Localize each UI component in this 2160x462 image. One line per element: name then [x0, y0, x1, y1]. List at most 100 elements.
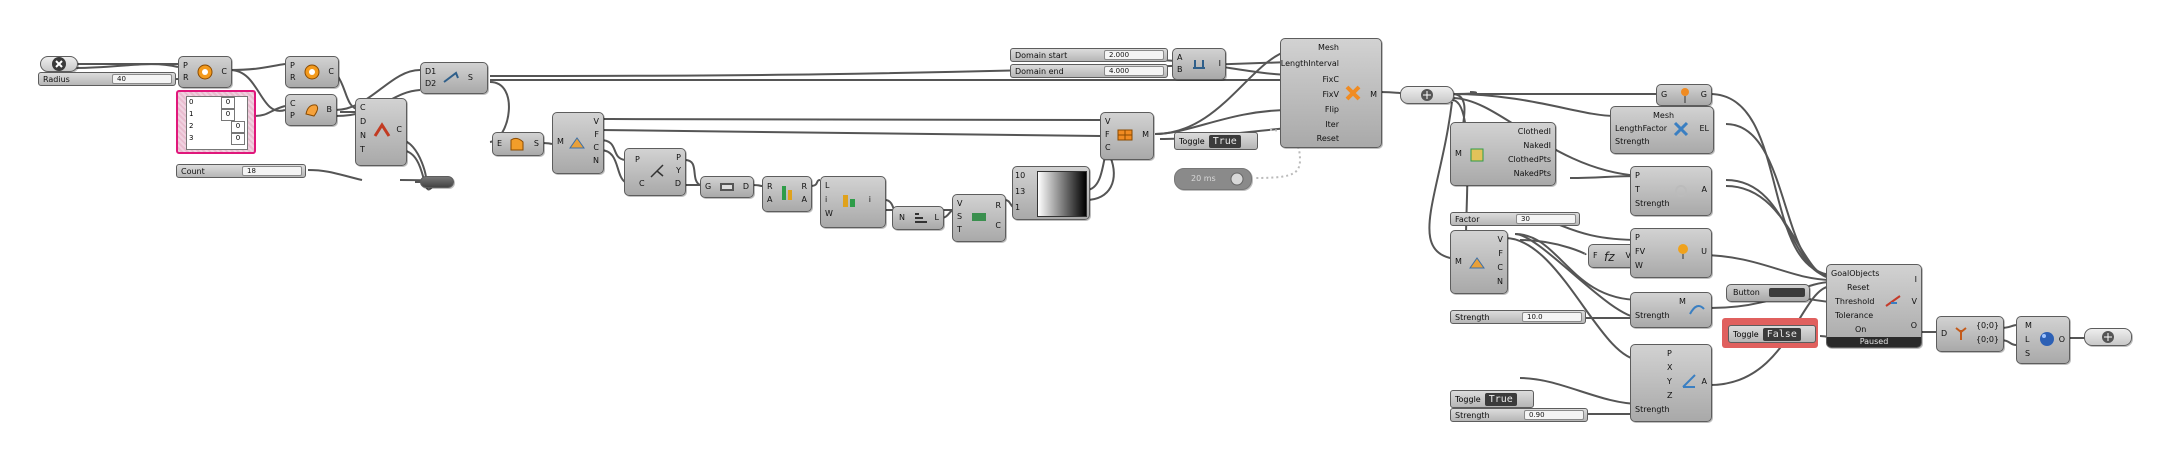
domain-start-value[interactable]: 2.000	[1104, 50, 1164, 60]
pin-s[interactable]: S	[467, 73, 473, 82]
domain-end-value[interactable]: 4.000	[1104, 66, 1164, 76]
pin-i[interactable]: I	[1914, 275, 1917, 284]
pin-a-out[interactable]: A	[801, 195, 807, 204]
pin-m[interactable]: M	[557, 137, 564, 146]
pin-t[interactable]: T	[1635, 185, 1640, 194]
pin-v[interactable]: V	[957, 199, 963, 208]
pin-naked-i[interactable]: NakedI	[1523, 141, 1551, 150]
pin-v[interactable]: V	[1497, 235, 1503, 244]
component-kangaroo-loop[interactable]: Mesh LengthInterval FixC FixV Flip Iter …	[1280, 38, 1382, 148]
pin-strength[interactable]: Strength	[1615, 137, 1650, 146]
radius-value[interactable]: 40	[112, 74, 172, 84]
gradient-label-1[interactable]: 1	[1015, 203, 1021, 212]
pin-t[interactable]: T	[957, 225, 962, 234]
pin-b[interactable]: B	[326, 105, 333, 114]
count-slider[interactable]: Count 18	[176, 164, 306, 178]
factor-value[interactable]: 30	[1516, 214, 1576, 224]
component-mesh-build[interactable]: V F C M	[1100, 112, 1154, 160]
gradient-swatch[interactable]	[1037, 171, 1087, 217]
pin-clothed-i[interactable]: ClothedI	[1517, 127, 1551, 136]
pin-y[interactable]: Y	[676, 166, 681, 175]
pin-g[interactable]: G	[705, 182, 712, 191]
strength-slider-1[interactable]: Strength 10.0	[1450, 310, 1586, 324]
pin-r[interactable]: R	[183, 73, 189, 82]
pin-c[interactable]: C	[639, 179, 645, 188]
pin-f[interactable]: F	[1498, 249, 1503, 258]
pin-a[interactable]: A	[1701, 185, 1707, 194]
pin-c[interactable]: C	[593, 143, 599, 152]
pin-reset[interactable]: Reset	[1847, 283, 1870, 292]
pin-f[interactable]: F	[594, 130, 599, 139]
component-naked-vertices[interactable]: M ClothedI NakedI ClothedPts NakedPts	[1450, 122, 1556, 186]
pin-strength[interactable]: Strength	[1635, 199, 1670, 208]
pin-c[interactable]: C	[360, 103, 366, 112]
factor-slider[interactable]: Factor 30	[1450, 212, 1580, 226]
pin-n[interactable]: N	[593, 156, 599, 165]
pin-x[interactable]: X	[1667, 363, 1673, 372]
pin-z[interactable]: Z	[1667, 391, 1673, 400]
pin-clothed-pts[interactable]: ClothedPts	[1507, 155, 1551, 164]
pin-v[interactable]: V	[593, 117, 599, 126]
pin-s[interactable]: S	[533, 139, 539, 148]
pin-c[interactable]: C	[290, 99, 296, 108]
pin-a[interactable]: A	[767, 195, 773, 204]
pin-n[interactable]: N	[1497, 277, 1503, 286]
component-planar-surface[interactable]: C P B	[285, 94, 337, 126]
timer[interactable]: 20 ms	[1174, 168, 1252, 190]
component-preview[interactable]: M L S O	[2016, 316, 2070, 364]
pin-length-factor[interactable]: LengthFactor	[1615, 124, 1668, 133]
pin-a[interactable]: A	[1701, 377, 1707, 386]
component-anchor[interactable]: G G	[1656, 84, 1712, 106]
component-relay[interactable]	[420, 176, 454, 188]
pin-r[interactable]: R	[290, 73, 296, 82]
pin-i[interactable]: i	[825, 195, 828, 204]
pin-d1[interactable]: D1	[425, 67, 437, 76]
pin-g-out[interactable]: G	[1700, 90, 1707, 99]
pin-goal-objects[interactable]: GoalObjects	[1831, 269, 1880, 278]
pin-y[interactable]: Y	[1667, 377, 1672, 386]
pin-fv[interactable]: FV	[1635, 247, 1646, 256]
pin-p[interactable]: P	[1635, 233, 1640, 242]
pin-fixv[interactable]: FixV	[1322, 90, 1339, 99]
pin-tolerance[interactable]: Tolerance	[1835, 311, 1874, 320]
toggle-value[interactable]: True	[1484, 392, 1517, 406]
component-length-goal[interactable]: Mesh LengthFactor Strength EL	[1610, 106, 1714, 154]
component-deconstruct-mesh[interactable]: M V F C N	[552, 112, 604, 174]
pin-t[interactable]: T	[360, 145, 365, 154]
pin-out-1[interactable]: {0;0}	[1975, 321, 1999, 330]
pin-u[interactable]: U	[1701, 247, 1707, 256]
pin-reset[interactable]: Reset	[1316, 134, 1339, 143]
pin-l[interactable]: L	[825, 181, 830, 190]
pin-g[interactable]: G	[1661, 90, 1668, 99]
strength-value[interactable]: 0.90	[1524, 410, 1584, 420]
pin-c-out[interactable]: C	[396, 125, 402, 134]
domain-start-slider[interactable]: Domain start 2.000	[1010, 48, 1168, 62]
pin-i[interactable]: I	[1218, 59, 1221, 68]
pin-mesh[interactable]: Mesh	[1317, 43, 1339, 52]
pin-c[interactable]: C	[1105, 143, 1111, 152]
pin-r[interactable]: R	[995, 201, 1001, 210]
component-display[interactable]: D {0;0} {0;0}	[1936, 316, 2004, 352]
button-param[interactable]: Button	[1726, 284, 1810, 302]
pin-f[interactable]: F	[1593, 251, 1598, 260]
pin-v[interactable]: V	[1911, 297, 1917, 306]
pin-e[interactable]: E	[497, 139, 503, 148]
pin-b[interactable]: B	[1177, 65, 1183, 74]
pin-r-out[interactable]: R	[801, 182, 807, 191]
pin-p[interactable]: P	[183, 61, 188, 70]
component-output-param[interactable]	[2084, 328, 2132, 346]
pin-p[interactable]: P	[635, 155, 640, 164]
component-mesh-param[interactable]	[1400, 86, 1454, 104]
pin-c[interactable]: C	[995, 221, 1001, 230]
component-deconstruct-mesh-2[interactable]: M V F C N	[1450, 230, 1508, 294]
component-smooth-goal[interactable]: M Strength	[1630, 292, 1712, 328]
component-remap[interactable]: V S T R C	[952, 194, 1006, 242]
pin-s[interactable]: S	[957, 212, 963, 221]
pin-d2[interactable]: D2	[425, 79, 437, 88]
gradient-label-10[interactable]: 10	[1015, 171, 1026, 180]
pin-on[interactable]: On	[1855, 325, 1867, 334]
component-solver[interactable]: GoalObjects Reset Threshold Tolerance On…	[1826, 264, 1922, 348]
component-circle-2[interactable]: P R C	[285, 56, 339, 88]
pin-el[interactable]: EL	[1699, 124, 1709, 133]
pin-s[interactable]: S	[2025, 349, 2031, 358]
